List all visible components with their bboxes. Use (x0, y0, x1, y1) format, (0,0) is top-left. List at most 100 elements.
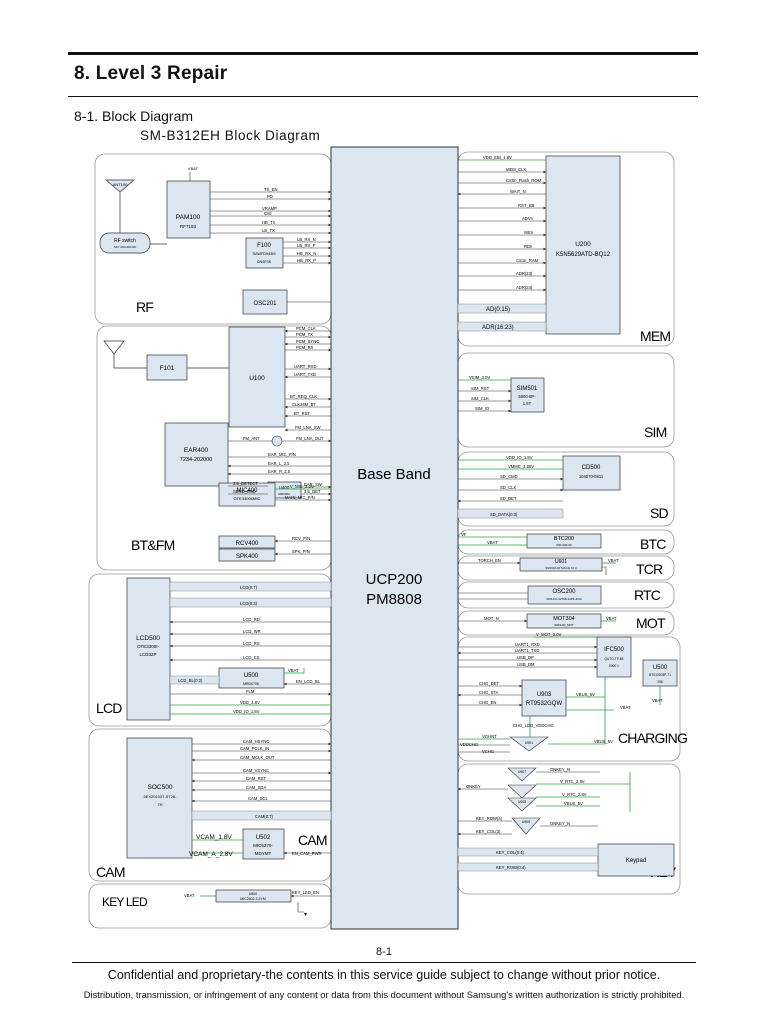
svg-text:FM_LNA_OUT: FM_LNA_OUT (296, 436, 324, 441)
svg-text:U907: U907 (518, 770, 526, 774)
charge-comparator (509, 736, 549, 752)
mem-blocks: U200 K5N5629ATD-BQ12 (457, 155, 621, 335)
svg-text:SN0010-00 MACH 10 A: SN0010-00 MACH 10 A (545, 566, 577, 570)
svg-text:VBAT: VBAT (652, 698, 663, 703)
baseband-title: Base Band (357, 466, 430, 483)
u100-block (228, 326, 286, 428)
svg-text:CAM_VSYNC: CAM_VSYNC (243, 768, 269, 773)
svg-text:LCD_BL(0:2): LCD_BL(0:2) (178, 678, 203, 683)
baseband-chip (330, 146, 459, 930)
tcr-label: TCR (636, 561, 663, 577)
svg-text:U502: U502 (256, 835, 271, 841)
svg-text:SIM_RST: SIM_RST (471, 386, 490, 391)
svg-text:CAM_MCLK_OUT: CAM_MCLK_OUT (240, 755, 275, 760)
svg-text:PCM_TX: PCM_TX (296, 332, 313, 337)
rf-switch-block (99, 232, 151, 254)
svg-text:HB_RX_N: HB_RX_N (297, 251, 316, 256)
svg-text:SD_CLK: SD_CLK (500, 485, 516, 490)
svg-text:CS1n_RAM: CS1n_RAM (516, 258, 539, 263)
svg-text:MIC400: MIC400 (236, 488, 258, 494)
svg-text:EN_LCD_BL: EN_LCD_BL (296, 679, 321, 684)
svg-text:SPK_P/N: SPK_P/N (292, 549, 310, 554)
svg-text:SD_DET: SD_DET (500, 496, 517, 501)
svg-text:LB_TX: LB_TX (262, 228, 275, 233)
svg-text:V_MOT_3.0V: V_MOT_3.0V (536, 632, 562, 637)
cam-label: CAM (96, 864, 125, 880)
svg-text:V_MIC_2.2V: V_MIC_2.2V (290, 484, 314, 489)
svg-text:CHG_LDO_VDDCHG: CHG_LDO_VDDCHG (513, 723, 554, 728)
svg-text:V_RTC_2.8V: V_RTC_2.8V (560, 779, 585, 784)
section-title: 8. Level 3 Repair (74, 63, 228, 84)
svg-text:TORCH_EN: TORCH_EN (478, 558, 501, 563)
svg-text:V_RTC_2.8V: V_RTC_2.8V (562, 792, 587, 797)
keyled-icon: ▾ (304, 912, 307, 918)
svg-text:Cntl: Cntl (264, 211, 272, 216)
svg-text:0000 1: 0000 1 (609, 664, 619, 668)
f101-block (146, 354, 188, 381)
btfm-blocks: F101 U100 EAR400 7234-202000 U400 000000… (103, 326, 302, 562)
charging-blocks: IFC500 QUTO-TP-88 0000 1 U500 BTS10003P-… (509, 636, 678, 752)
ear400-block (164, 422, 229, 487)
svg-text:OSC200: OSC200 (552, 589, 576, 595)
svg-text:K5N5629ATD-BQ12: K5N5629ATD-BQ12 (556, 252, 611, 258)
svg-text:0003-00_MOT: 0003-00_MOT (554, 623, 574, 627)
top-rule (68, 52, 698, 55)
svg-text:EAR_MIC_P/N: EAR_MIC_P/N (268, 452, 296, 457)
svg-text:VBAT: VBAT (606, 616, 617, 621)
svg-text:SKY 000-000 RF: SKY 000-000 RF (114, 245, 137, 249)
btc200-block (526, 533, 602, 549)
sim-label: SIM (644, 424, 667, 440)
svg-text:BTS10003P-71: BTS10003P-71 (649, 673, 671, 677)
sim-blocks: SIM501 5000-8P- 1.5T (510, 377, 545, 413)
svg-text:RF7193: RF7193 (180, 224, 197, 229)
u601-block (519, 557, 603, 572)
svg-text:VCAM_1.8V: VCAM_1.8V (196, 834, 232, 841)
svg-text:IFC500: IFC500 (604, 647, 624, 653)
svg-text:ANT100: ANT100 (113, 182, 128, 187)
svg-text:7H: 7H (157, 802, 162, 807)
f100-block (245, 237, 284, 269)
svg-text:VBAT: VBAT (184, 893, 195, 898)
svg-text:OTE3300I-: OTE3300I- (137, 644, 160, 649)
svg-text:EAR_R_3.5: EAR_R_3.5 (268, 469, 291, 474)
svg-text:PCM_RX: PCM_RX (296, 345, 314, 350)
svg-text:MOT_N: MOT_N (484, 616, 499, 621)
svg-text:5000-8P-: 5000-8P- (518, 394, 536, 399)
svg-text:UART_TXD: UART_TXD (294, 372, 316, 377)
svg-text:CAM_SDA: CAM_SDA (246, 785, 266, 790)
svg-text:ADVn: ADVn (522, 216, 534, 221)
u200-block (545, 155, 621, 335)
svg-text:ONKEY_N: ONKEY_N (550, 821, 570, 826)
svg-text:VDDCHG: VDDCHG (460, 742, 478, 747)
svg-text:CAM_PCLK_IN: CAM_PCLK_IN (240, 746, 269, 751)
svg-text:UART1_TXD: UART1_TXD (515, 648, 539, 653)
btfm-label: BT&FM (131, 537, 175, 553)
svg-text:CAM(0:7): CAM(0:7) (255, 814, 274, 819)
svg-text:MIC5370-: MIC5370- (253, 843, 273, 848)
svg-text:WEn: WEn (524, 230, 534, 235)
rtc-label: RTC (634, 587, 661, 603)
svg-text:VDD_IO_1.8V: VDD_IO_1.8V (506, 455, 533, 460)
u903-block (521, 679, 567, 717)
svg-text:OTE3300I-MIC: OTE3300I-MIC (234, 496, 261, 501)
svg-text:SIM_CLK: SIM_CLK (471, 396, 489, 401)
svg-text:CS0n_Flash_ROM: CS0n_Flash_ROM (506, 178, 542, 183)
svg-text:CHG_EN: CHG_EN (479, 700, 496, 705)
svg-text:LB_RX_N: LB_RX_N (297, 237, 316, 242)
svg-text:LCD_RS: LCD_RS (243, 641, 260, 646)
svg-text:BT_REQ_CLK: BT_REQ_CLK (290, 394, 317, 399)
svg-text:U500: U500 (653, 665, 668, 671)
svg-text:VCAM_A_2.8V: VCAM_A_2.8V (189, 851, 233, 858)
svg-text:VRAMP: VRAMP (262, 206, 277, 211)
svg-text:SAWFD943M: SAWFD943M (252, 252, 275, 256)
svg-text:HB_RX_P: HB_RX_P (297, 258, 316, 263)
svg-text:VBAT: VBAT (608, 558, 619, 563)
cd500-block (562, 455, 621, 491)
svg-text:OSC201: OSC201 (253, 301, 277, 307)
svg-text:U903: U903 (537, 692, 552, 698)
svg-text:EAR_SW: EAR_SW (304, 482, 322, 487)
svg-text:SIM_IO: SIM_IO (475, 406, 490, 411)
svg-text:EAR_L_3.5: EAR_L_3.5 (268, 461, 290, 466)
svg-text:FM_LNA_SW: FM_LNA_SW (295, 425, 321, 430)
svg-text:USB_DP: USB_DP (517, 655, 534, 660)
